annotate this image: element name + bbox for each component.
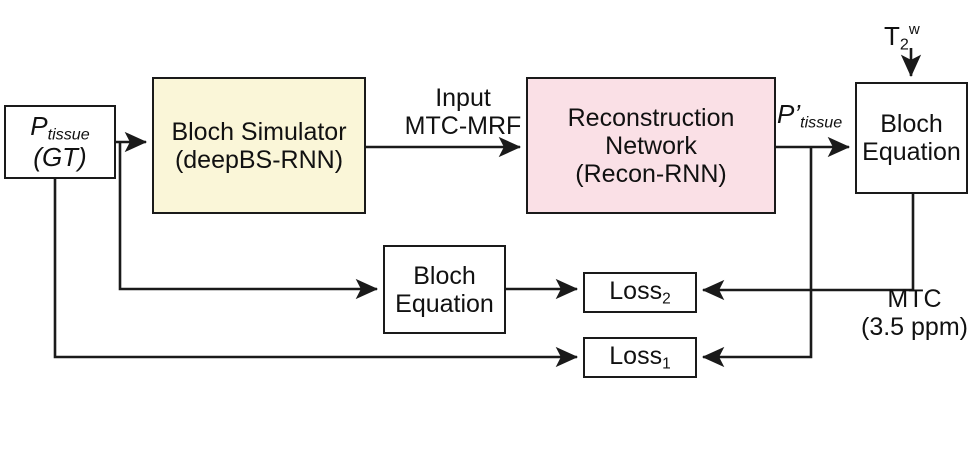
t2w-sub: 2: [899, 35, 909, 54]
p-tissue-line1: Ptissue: [30, 110, 90, 144]
box-loss2: Loss2: [583, 272, 697, 313]
t2w-base: T: [884, 21, 900, 51]
bloch-simulator-line2: (deepBS-RNN): [174, 145, 344, 174]
mtc-label-line2: (3.5 ppm): [861, 313, 968, 341]
t2w-sup: w: [908, 21, 920, 39]
wire-gt-to-loss1: [53, 179, 579, 368]
box-loss1: Loss1: [583, 337, 697, 378]
p-prime-sub: tissue: [800, 113, 843, 132]
box-bloch-simulator: Bloch Simulator (deepBS-RNN): [152, 77, 366, 214]
bloch-simulator-line1: Bloch Simulator: [171, 117, 347, 146]
bloch-eq-mid-line1: Bloch: [413, 261, 476, 290]
mtc-label-line1: MTC: [887, 285, 942, 313]
label-mtc-3-5-ppm: MTC (3.5 ppm): [857, 285, 971, 341]
label-p-prime-tissue: P’tissue: [777, 99, 867, 132]
recon-network-line2: Network: [605, 131, 697, 160]
box-p-tissue-gt: Ptissue (GT): [4, 105, 116, 179]
box-bloch-equation-mid: Bloch Equation: [383, 245, 506, 334]
bloch-eq-right-line1: Bloch: [880, 110, 943, 138]
loss1-text: Loss1: [609, 342, 671, 373]
box-bloch-equation-right: Bloch Equation: [855, 82, 968, 194]
input-label-line1: Input: [435, 84, 491, 112]
label-t2w: T2w: [884, 21, 944, 54]
label-input-mtc-mrf: Input MTC-MRF: [398, 84, 528, 140]
input-label-line2: MTC-MRF: [404, 112, 522, 140]
bloch-eq-mid-line2: Equation: [395, 289, 494, 318]
wire-recon-to-loss1: [701, 147, 813, 368]
p-prime-base: P’: [777, 99, 801, 129]
recon-network-line3: (Recon-RNN): [575, 159, 727, 188]
wire-gt-to-bloch-eq-mid: [118, 142, 379, 300]
wire-mtc-to-loss2: [701, 194, 915, 301]
bloch-eq-right-line2: Equation: [862, 138, 961, 166]
recon-network-line1: Reconstruction: [567, 103, 735, 132]
p-tissue-line2: (GT): [33, 142, 87, 173]
loss2-text: Loss2: [609, 277, 671, 308]
box-reconstruction-network: Reconstruction Network (Recon-RNN): [526, 77, 776, 214]
